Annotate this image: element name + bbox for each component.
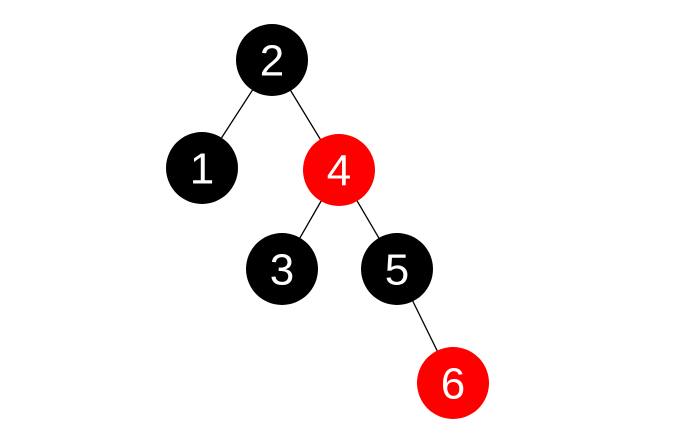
node-circle-black bbox=[236, 24, 308, 96]
node-circle-black bbox=[246, 233, 318, 305]
tree-node-6: 6 bbox=[417, 347, 489, 419]
tree-node-3: 3 bbox=[246, 233, 318, 305]
node-label: 6 bbox=[441, 360, 465, 409]
tree-edges bbox=[201, 59, 454, 384]
node-circle-red bbox=[417, 347, 489, 419]
node-label: 1 bbox=[190, 145, 214, 194]
tree-nodes: 2 1 4 3 5 6 bbox=[166, 24, 489, 419]
node-label: 4 bbox=[327, 147, 351, 196]
node-circle-red bbox=[303, 134, 375, 206]
node-label: 3 bbox=[270, 246, 294, 295]
node-circle-black bbox=[166, 132, 238, 204]
tree-node-2: 2 bbox=[236, 24, 308, 96]
tree-node-1: 1 bbox=[166, 132, 238, 204]
node-label: 5 bbox=[385, 246, 409, 295]
tree-node-4: 4 bbox=[303, 134, 375, 206]
node-circle-black bbox=[361, 233, 433, 305]
tree-node-5: 5 bbox=[361, 233, 433, 305]
node-label: 2 bbox=[260, 37, 284, 86]
